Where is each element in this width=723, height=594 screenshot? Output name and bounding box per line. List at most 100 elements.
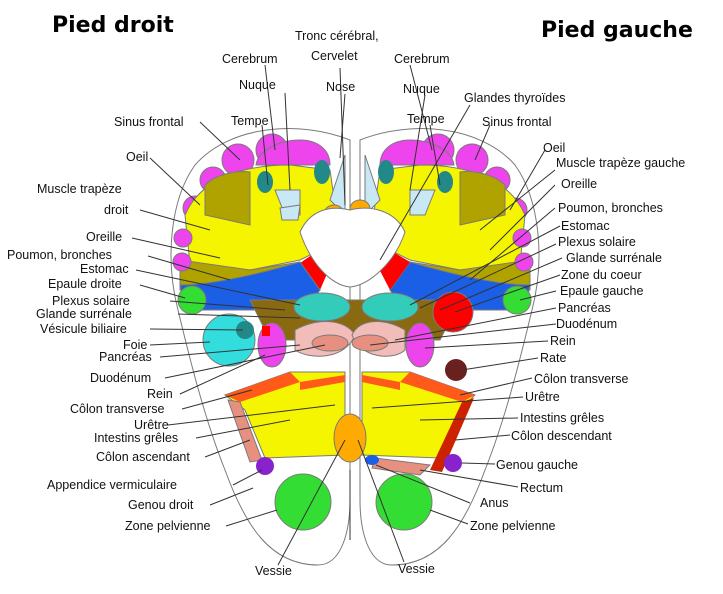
label-trapeze-right-2: droit <box>104 203 129 217</box>
label-tempe-left: Tempe <box>407 112 445 126</box>
leader-line <box>489 184 556 251</box>
leader-line <box>424 340 549 349</box>
colon-tr-right-inner <box>300 375 345 390</box>
colon-tr-left <box>400 372 475 402</box>
label-plexus-right: Plexus solaire <box>52 294 130 308</box>
leader-line <box>339 93 346 159</box>
right-pale-b <box>279 204 301 221</box>
nuque-left-spot <box>378 160 394 184</box>
epaule-right <box>177 285 207 315</box>
leader-line <box>369 323 557 346</box>
label-surrenale-left: Glande surrénale <box>566 251 662 265</box>
leader-line <box>179 354 266 395</box>
anus-spot <box>365 455 379 465</box>
label-vessie-right: Vessie <box>255 564 292 578</box>
leader-line <box>461 462 496 465</box>
left-pale-a <box>409 189 436 216</box>
label-tronc: Tronc cérébral, <box>295 29 379 43</box>
label-colon-tr-left: Côlon transverse <box>534 372 629 386</box>
genou-left-spot <box>444 454 462 472</box>
label-foie: Foie <box>123 338 147 352</box>
left-olive-band <box>459 171 506 226</box>
center-white <box>299 207 406 288</box>
estomac-left <box>361 292 419 322</box>
leader-line <box>167 404 336 426</box>
leader-line <box>131 237 221 259</box>
label-cervelet: Cervelet <box>311 49 358 63</box>
tempe-right-spot <box>257 171 273 193</box>
vesicule-spot <box>236 321 254 339</box>
leader-line <box>474 124 491 161</box>
label-estomac-left: Estomac <box>561 219 610 233</box>
leader-line <box>409 94 426 191</box>
leader-line <box>284 92 291 191</box>
leader-line <box>379 104 471 261</box>
leader-line <box>461 357 539 371</box>
leader-line <box>147 255 231 281</box>
side-right-lower <box>172 252 192 272</box>
label-cerebrum-right: Cerebrum <box>222 52 278 66</box>
label-pelvienne-right: Zone pelvienne <box>125 519 211 533</box>
duodenum-right <box>311 334 349 352</box>
intestine-zones <box>223 371 476 476</box>
leader-line <box>419 243 557 309</box>
label-duodenum-left: Duodénum <box>556 317 617 331</box>
label-appendice: Appendice vermiculaire <box>47 478 177 492</box>
leader-line <box>135 269 301 306</box>
label-uretre-right: Urêtre <box>134 418 169 432</box>
leader-line <box>277 439 346 566</box>
label-oreille-right: Oreille <box>86 230 122 244</box>
label-vesicule: Vésicule biliaire <box>40 322 127 336</box>
label-poumon-left: Poumon, bronches <box>558 201 663 215</box>
tempe-left-spot <box>437 171 453 193</box>
label-epaule-left: Epaule gauche <box>560 284 643 298</box>
right-blue-lung <box>179 261 321 311</box>
label-pelvienne-left: Zone pelvienne <box>470 519 556 533</box>
label-plexus-left: Plexus solaire <box>558 235 636 249</box>
leader-line <box>519 290 557 301</box>
pelvienne-right <box>274 473 332 531</box>
label-tempe-right: Tempe <box>231 114 269 128</box>
label-vessie-left: Vessie <box>398 562 435 576</box>
leader-line <box>409 64 433 151</box>
leader-line <box>439 257 563 311</box>
leader-line <box>181 389 253 410</box>
label-genou-left: Genou gauche <box>496 458 578 472</box>
leader-line <box>169 300 286 311</box>
leader-line <box>454 434 511 441</box>
label-pancreas-left: Pancréas <box>558 301 611 315</box>
appendice-spot <box>256 457 274 475</box>
label-colon-asc: Côlon ascendant <box>96 450 190 464</box>
label-intestins-right: Intestins grêles <box>94 431 178 445</box>
leader-line <box>159 344 301 358</box>
label-nose: Nose <box>326 80 355 94</box>
leader-line <box>357 439 405 563</box>
leader-line <box>469 207 556 281</box>
leader-line <box>139 209 211 231</box>
leader-line <box>459 377 533 396</box>
colon-tr-left-inner <box>362 375 400 390</box>
label-poumon-right: Poumon, bronches <box>7 248 112 262</box>
leader-line <box>149 341 211 346</box>
label-rectum: Rectum <box>520 481 563 495</box>
leader-line <box>139 284 186 299</box>
pelvienne-left <box>375 473 433 531</box>
nuque-right-spot <box>314 160 330 184</box>
leader-line <box>479 169 556 231</box>
rate-spot <box>445 359 467 381</box>
leader-line <box>164 344 326 379</box>
leader-line <box>419 469 519 488</box>
label-nuque-right: Nuque <box>239 78 276 92</box>
rein-left <box>405 322 435 368</box>
estomac-right <box>293 292 351 322</box>
label-intestins-left: Intestins grêles <box>520 411 604 425</box>
leader-line <box>177 313 301 319</box>
label-oeil-right: Oeil <box>126 150 148 164</box>
vessie-center <box>333 413 367 463</box>
label-coeur: Zone du coeur <box>561 268 642 282</box>
label-trapeze-left: Muscle trapèze gauche <box>556 156 685 170</box>
pelvic-zones <box>274 470 433 540</box>
leader-line <box>429 509 469 525</box>
title-right-foot: Pied droit <box>52 13 174 38</box>
